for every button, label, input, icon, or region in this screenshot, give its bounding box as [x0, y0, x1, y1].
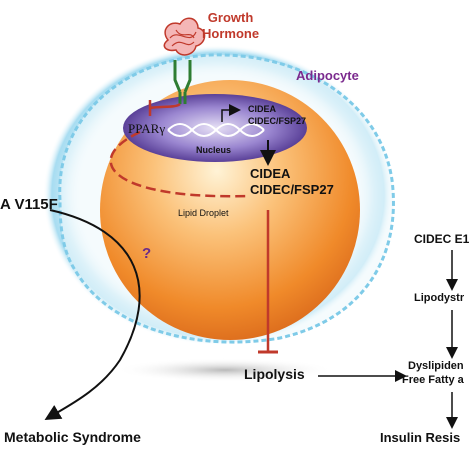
- adipocyte-label: Adipocyte: [296, 68, 359, 83]
- nucleus-label: Nucleus: [196, 145, 232, 155]
- dyslipidemia-label: Dyslipiden: [408, 360, 464, 372]
- cidec-nucleus-label: CIDEC/FSP27: [248, 116, 307, 126]
- transcription-arrow: [221, 104, 241, 122]
- metabolic-syndrome-label: Metabolic Syndrome: [4, 429, 141, 445]
- insulin-resistance-label: Insulin Resis: [380, 430, 461, 445]
- growth-hormone-label: Growth Hormone: [202, 10, 260, 41]
- free-fatty-acids-label: Free Fatty a: [402, 374, 464, 386]
- droplet-shadow: [115, 358, 335, 382]
- cidec-label: CIDEC/FSP27: [250, 182, 334, 197]
- dna-helix-strand-icon: [167, 123, 265, 137]
- growth-hormone-icon: [163, 17, 206, 56]
- variant-to-metabolic-arrow: [44, 209, 141, 421]
- variant-label: A V115F: [0, 196, 58, 213]
- pparg-label: PPARγ: [128, 121, 166, 136]
- cidea-label: CIDEA: [250, 166, 291, 181]
- pparg-to-cidea-dashed: [109, 130, 251, 198]
- cidea-nucleus-label: CIDEA: [248, 104, 277, 114]
- lipid-droplet-label: Lipid Droplet: [178, 208, 229, 218]
- question-mark-label: ?: [142, 245, 152, 262]
- lipodystrophy-label: Lipodystr: [414, 292, 465, 304]
- cidec-mutation-label: CIDEC E1: [414, 232, 470, 246]
- lipolysis-label: Lipolysis: [244, 366, 305, 382]
- growth-hormone-receptor-icon: [173, 60, 192, 104]
- gh-inhibition-line: [149, 102, 181, 110]
